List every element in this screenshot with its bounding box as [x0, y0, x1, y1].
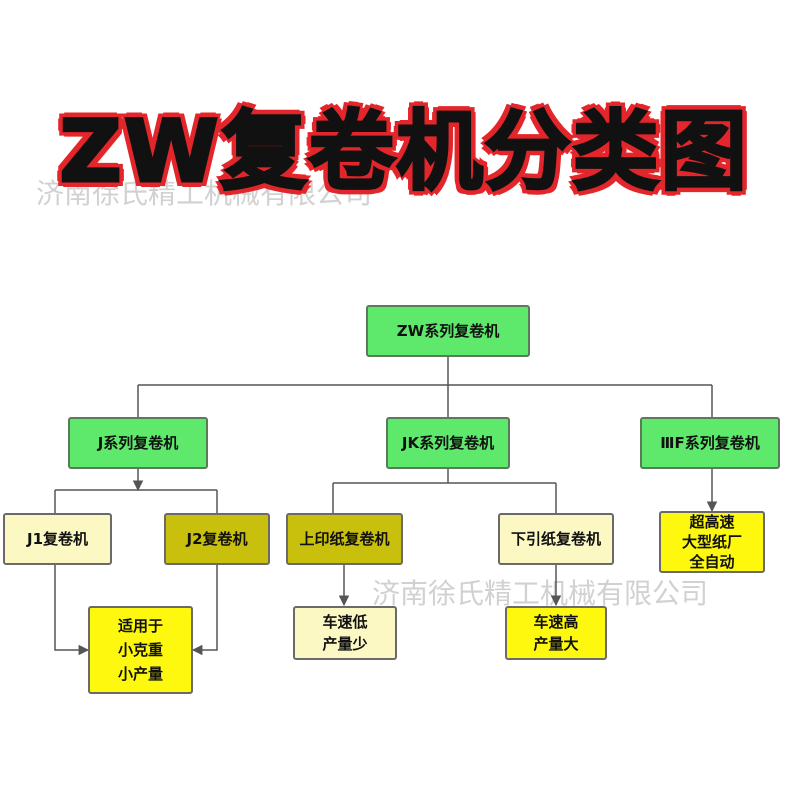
node-jk-series: JK系列复卷机 [386, 417, 510, 469]
page-title: ZW复卷机分类图 [58, 100, 749, 203]
node-root: ZW系列复卷机 [366, 305, 530, 357]
desc-line: 小克重 [117, 641, 163, 659]
desc-line: 全自动 [689, 553, 735, 571]
desc-line: 车速低 [322, 613, 368, 631]
node-j-desc: 适用于 小克重 小产量 [88, 606, 193, 694]
node-iiif-series: ⅢF系列复卷机 [640, 417, 780, 469]
desc-line: 产量少 [322, 635, 368, 653]
desc-line: 适用于 [117, 617, 163, 635]
node-j1: J1复卷机 [3, 513, 112, 565]
node-iiif-desc: 超高速 大型纸厂 全自动 [659, 511, 765, 573]
node-bottom-paper: 下引纸复卷机 [498, 513, 614, 565]
node-bottom-desc: 车速高 产量大 [505, 606, 607, 660]
watermark-bottom: 济南徐氏精工机械有限公司 [372, 577, 709, 610]
edge-j1-desc [54, 565, 90, 656]
desc-line: 超高速 [689, 513, 735, 531]
node-j-series: J系列复卷机 [68, 417, 208, 469]
desc-line: 车速高 [533, 613, 579, 631]
node-j2: J2复卷机 [164, 513, 270, 565]
watermark-top: 济南徐氏精工机械有限公司 [36, 177, 373, 210]
node-top-paper: 上印纸复卷机 [286, 513, 403, 565]
desc-line: 大型纸厂 [681, 533, 742, 551]
desc-line: 小产量 [117, 665, 163, 683]
desc-line: 产量大 [533, 635, 579, 653]
edge-j2-desc [191, 565, 218, 656]
node-top-desc: 车速低 产量少 [293, 606, 397, 660]
